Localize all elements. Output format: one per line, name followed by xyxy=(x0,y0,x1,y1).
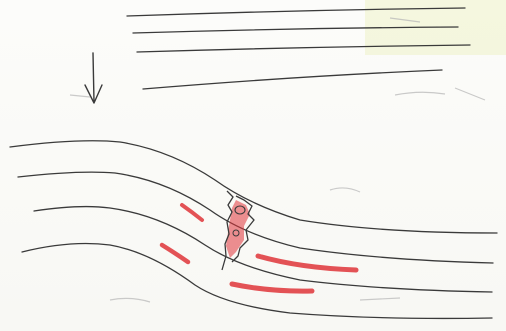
red-highlight-strokes xyxy=(162,205,356,291)
red-stroke xyxy=(232,284,312,291)
upper-line-4 xyxy=(143,70,442,89)
flexure-layer-lines xyxy=(10,141,497,319)
fracture-zone xyxy=(222,191,254,270)
red-stroke xyxy=(162,245,188,262)
fold-line-2 xyxy=(18,172,493,263)
red-stroke xyxy=(258,256,356,270)
down-arrow-icon xyxy=(85,53,102,103)
fold-line-3 xyxy=(34,207,492,292)
red-stroke xyxy=(182,205,202,220)
